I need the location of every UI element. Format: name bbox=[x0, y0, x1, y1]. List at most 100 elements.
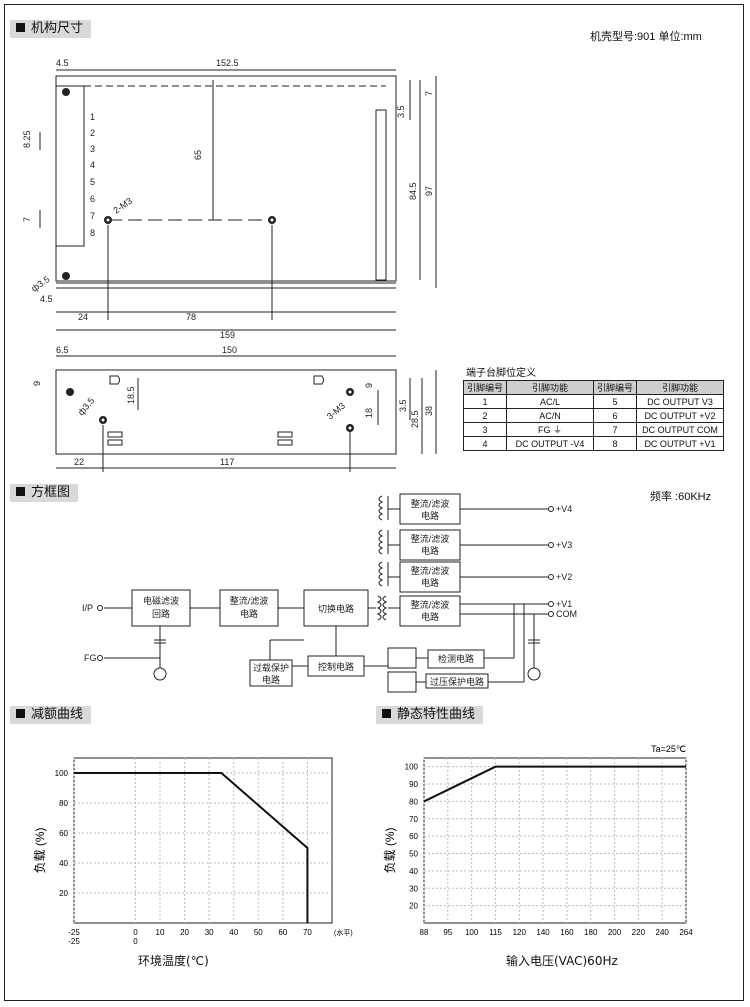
top-view-drawing: 4.5 152.5 65 8.25 7 ф3.5 4.5 24 78 159 3… bbox=[22, 58, 437, 472]
block-emi-1: 电磁滤波 bbox=[143, 595, 179, 606]
pin-cell: 8 bbox=[593, 436, 637, 451]
y-tick-label: 90 bbox=[409, 780, 418, 789]
y-tick-label: 60 bbox=[59, 829, 68, 838]
y-tick-label: 40 bbox=[59, 859, 68, 868]
block-out1-1: 整流/滤波 bbox=[411, 599, 450, 610]
pin-cell: AC/N bbox=[506, 408, 594, 423]
side-dim-150: 150 bbox=[222, 345, 237, 355]
block-ip-label: I/P bbox=[82, 603, 93, 613]
terminal-3: 3 bbox=[90, 144, 95, 154]
dim-3-5-right: 3.5 bbox=[396, 105, 406, 118]
x-tick-label: 264 bbox=[679, 928, 693, 937]
dim-84-5: 84.5 bbox=[408, 182, 418, 200]
pin-cell: 2 bbox=[463, 408, 507, 423]
x-tick-label: 220 bbox=[632, 928, 646, 937]
pin-th: 引脚功能 bbox=[636, 380, 724, 395]
y-axis-label: 负载 (%) bbox=[383, 827, 397, 873]
side-dim-9-left: 9 bbox=[32, 381, 42, 386]
side-dim-phi-3-5: ф3.5 bbox=[76, 396, 96, 418]
pin-cell: 4 bbox=[463, 436, 507, 451]
x-tick-label-secondary: -25 bbox=[68, 937, 80, 946]
y-tick-label: 70 bbox=[409, 815, 418, 824]
side-dim-38: 38 bbox=[424, 406, 434, 416]
x-tick-label: 100 bbox=[465, 928, 479, 937]
block-out4-2: 电路 bbox=[421, 510, 439, 521]
dim-65: 65 bbox=[193, 150, 203, 160]
block-ovp: 过压保护电路 bbox=[430, 676, 484, 687]
x-tick-label: 60 bbox=[278, 928, 287, 937]
pin-cell: DC OUTPUT +V2 bbox=[636, 408, 724, 423]
side-dim-22: 22 bbox=[74, 457, 84, 467]
block-rect-1: 整流/滤波 bbox=[230, 595, 269, 606]
block-rect-2: 电路 bbox=[240, 608, 258, 619]
y-tick-label: 20 bbox=[59, 889, 68, 898]
block-detect: 检测电路 bbox=[438, 653, 474, 664]
dim-7-left: 7 bbox=[22, 217, 32, 222]
dim-78: 78 bbox=[186, 312, 196, 322]
section-title-derating-text: 减额曲线 bbox=[31, 707, 84, 722]
static-curve bbox=[423, 765, 686, 803]
dim-152-5: 152.5 bbox=[216, 58, 239, 68]
block-out-v3: +V3 bbox=[556, 540, 572, 550]
block-out-com: COM bbox=[556, 609, 577, 619]
terminal-8: 8 bbox=[90, 228, 95, 238]
block-out-v2: +V2 bbox=[556, 572, 572, 582]
pin-table-header: 引脚编号 引脚功能 引脚编号 引脚功能 bbox=[463, 380, 724, 395]
section-title-static: 静态特性曲线 bbox=[376, 706, 484, 724]
x-tick-label: -25 bbox=[68, 928, 80, 937]
dim-4-5-top: 4.5 bbox=[56, 58, 69, 68]
dim-4-5-bottom: 4.5 bbox=[40, 294, 53, 304]
block-out2-1: 整流/滤波 bbox=[411, 565, 450, 576]
freq-note: 频率 :60KHz bbox=[650, 491, 712, 503]
block-olp-2: 电路 bbox=[262, 674, 280, 685]
section-title-block-text: 方框图 bbox=[31, 485, 71, 500]
terminal-4: 4 bbox=[90, 160, 95, 170]
pin-cell: DC OUTPUT V3 bbox=[636, 394, 724, 409]
x-tick-label: 200 bbox=[608, 928, 622, 937]
block-switch: 切换电路 bbox=[318, 603, 354, 614]
derating-curve bbox=[74, 772, 309, 923]
block-control: 控制电路 bbox=[318, 661, 354, 672]
block-out3-1: 整流/滤波 bbox=[411, 533, 450, 544]
pin-cell: FG ⏚ bbox=[506, 422, 594, 437]
block-out1-2: 电路 bbox=[421, 611, 439, 622]
block-out2-2: 电路 bbox=[421, 577, 439, 588]
x-tick-label: 0 bbox=[133, 928, 138, 937]
dim-7-right: 7 bbox=[424, 91, 434, 96]
y-tick-label: 80 bbox=[409, 797, 418, 806]
x-tick-label: 30 bbox=[205, 928, 214, 937]
x-tick-label: 115 bbox=[489, 928, 502, 937]
side-dim-3-m3: 3-M3 bbox=[325, 401, 347, 422]
plot-area bbox=[423, 757, 687, 924]
x-tick-label: 160 bbox=[560, 928, 574, 937]
pin-cell: 7 bbox=[593, 422, 637, 437]
pin-cell: DC OUTPUT -V4 bbox=[506, 436, 594, 451]
terminal-7: 7 bbox=[90, 211, 95, 221]
y-tick-label: 20 bbox=[409, 902, 418, 911]
side-dim-6-5: 6.5 bbox=[56, 345, 69, 355]
x-tick-label: 40 bbox=[229, 928, 238, 937]
page-frame bbox=[4, 4, 744, 1001]
dim-8-25: 8.25 bbox=[22, 130, 32, 148]
terminal-6: 6 bbox=[90, 194, 95, 204]
block-out3-2: 电路 bbox=[421, 545, 439, 556]
annotation-ta: Ta=25℃ bbox=[651, 744, 686, 754]
section-title-block: 方框图 bbox=[10, 484, 79, 502]
x-tick-label: 180 bbox=[584, 928, 598, 937]
section-title-dimensions-text: 机构尺寸 bbox=[31, 21, 84, 36]
plot-area bbox=[73, 757, 333, 924]
x-tick-label: 50 bbox=[254, 928, 263, 937]
pin-th: 引脚功能 bbox=[506, 380, 594, 395]
x-tick-label: 95 bbox=[443, 928, 452, 937]
dim-phi-3-5-top: ф3.5 bbox=[29, 274, 51, 294]
x-tick-label: 70 bbox=[303, 928, 312, 937]
block-out4-1: 整流/滤波 bbox=[411, 498, 450, 509]
x-tick-label: 88 bbox=[420, 928, 429, 937]
dim-159: 159 bbox=[220, 330, 235, 340]
side-dim-117: 117 bbox=[220, 457, 234, 467]
